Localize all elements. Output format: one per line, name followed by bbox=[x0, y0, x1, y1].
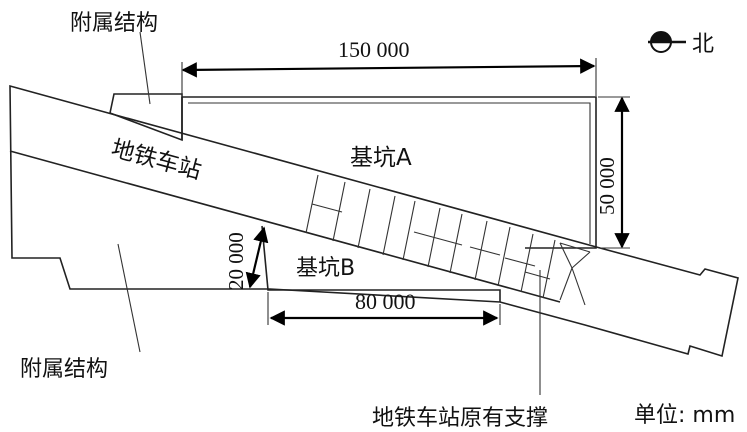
dim-line-pit-a-length bbox=[181, 58, 596, 78]
station-inner-edge bbox=[9, 150, 561, 303]
existing-supports-grid bbox=[305, 174, 556, 299]
label-existing-supports: 地铁车站原有支撑 bbox=[372, 406, 548, 431]
north-arrow-icon bbox=[648, 31, 686, 53]
label-station: 地铁车站 bbox=[108, 136, 204, 185]
leader-attached-bottom bbox=[117, 243, 141, 353]
label-pit-a: 基坑A bbox=[350, 145, 412, 171]
dim-text-pit-b-width: 20 000 bbox=[224, 232, 248, 290]
label-attached-structure-bottom: 附属结构 bbox=[20, 357, 108, 382]
pit-a-inner-outline bbox=[188, 102, 591, 244]
leader-attached-top bbox=[139, 31, 151, 105]
label-north: 北 bbox=[692, 32, 714, 57]
dim-text-pit-b-length: 80 000 bbox=[355, 289, 416, 314]
dim-text-pit-a-width: 50 000 bbox=[595, 157, 619, 215]
station-outline bbox=[9, 84, 739, 358]
pit-a-outline bbox=[182, 96, 597, 249]
dim-line-pit-b-width bbox=[245, 226, 269, 289]
dim-text-pit-a-length: 150 000 bbox=[338, 37, 410, 62]
end-braces bbox=[559, 242, 591, 306]
label-attached-structure-top: 附属结构 bbox=[70, 11, 158, 36]
label-unit: 单位: mm bbox=[634, 403, 735, 428]
label-pit-b: 基坑B bbox=[296, 256, 355, 281]
